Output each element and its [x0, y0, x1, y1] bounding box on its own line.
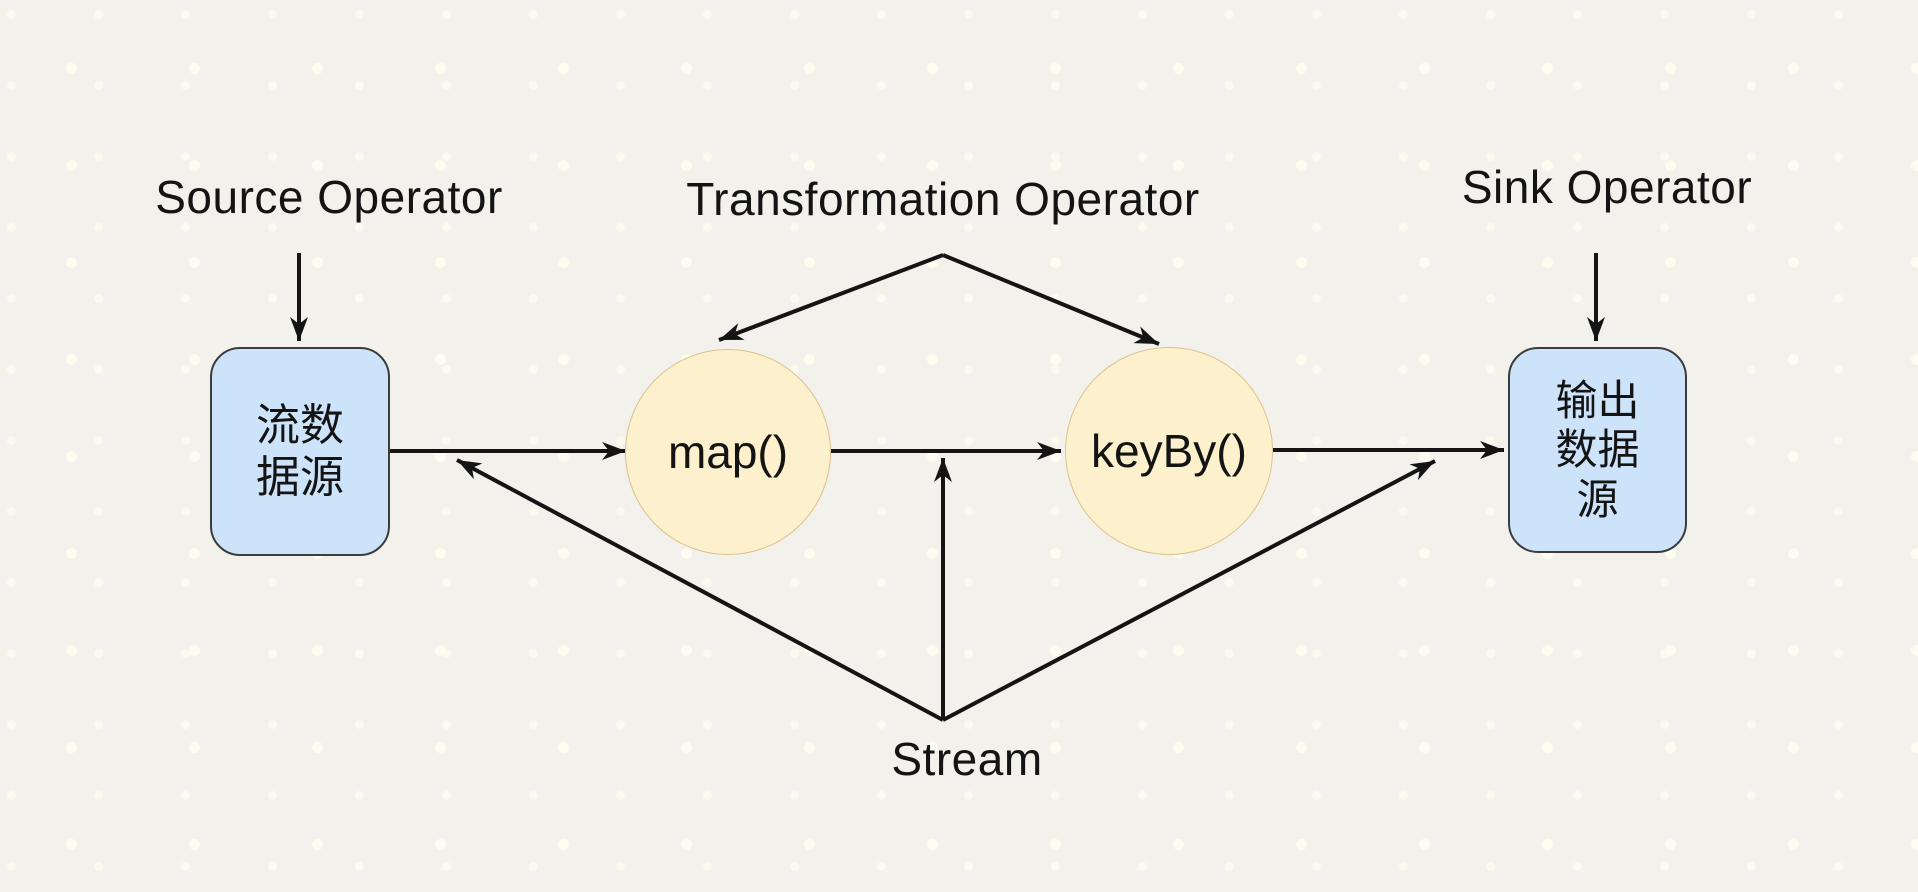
source-node: 流数 据源 [210, 347, 390, 556]
source-operator-label: Source Operator [155, 171, 503, 223]
sink-operator-label: Sink Operator [1461, 161, 1753, 213]
transformation-to-keyby-arrow [942, 253, 1160, 346]
stream-to-keyby-sink-arrow [942, 459, 1436, 722]
transformation-operator-label: Transformation Operator [686, 173, 1200, 225]
transformation-to-map-arrow [718, 253, 944, 342]
map-node: map() [625, 349, 831, 555]
stream-to-source-map-arrow [456, 458, 944, 722]
sink-node: 输出 数据 源 [1508, 347, 1687, 553]
stream-label: Stream [891, 733, 1043, 785]
keyby-node: keyBy() [1065, 347, 1273, 555]
